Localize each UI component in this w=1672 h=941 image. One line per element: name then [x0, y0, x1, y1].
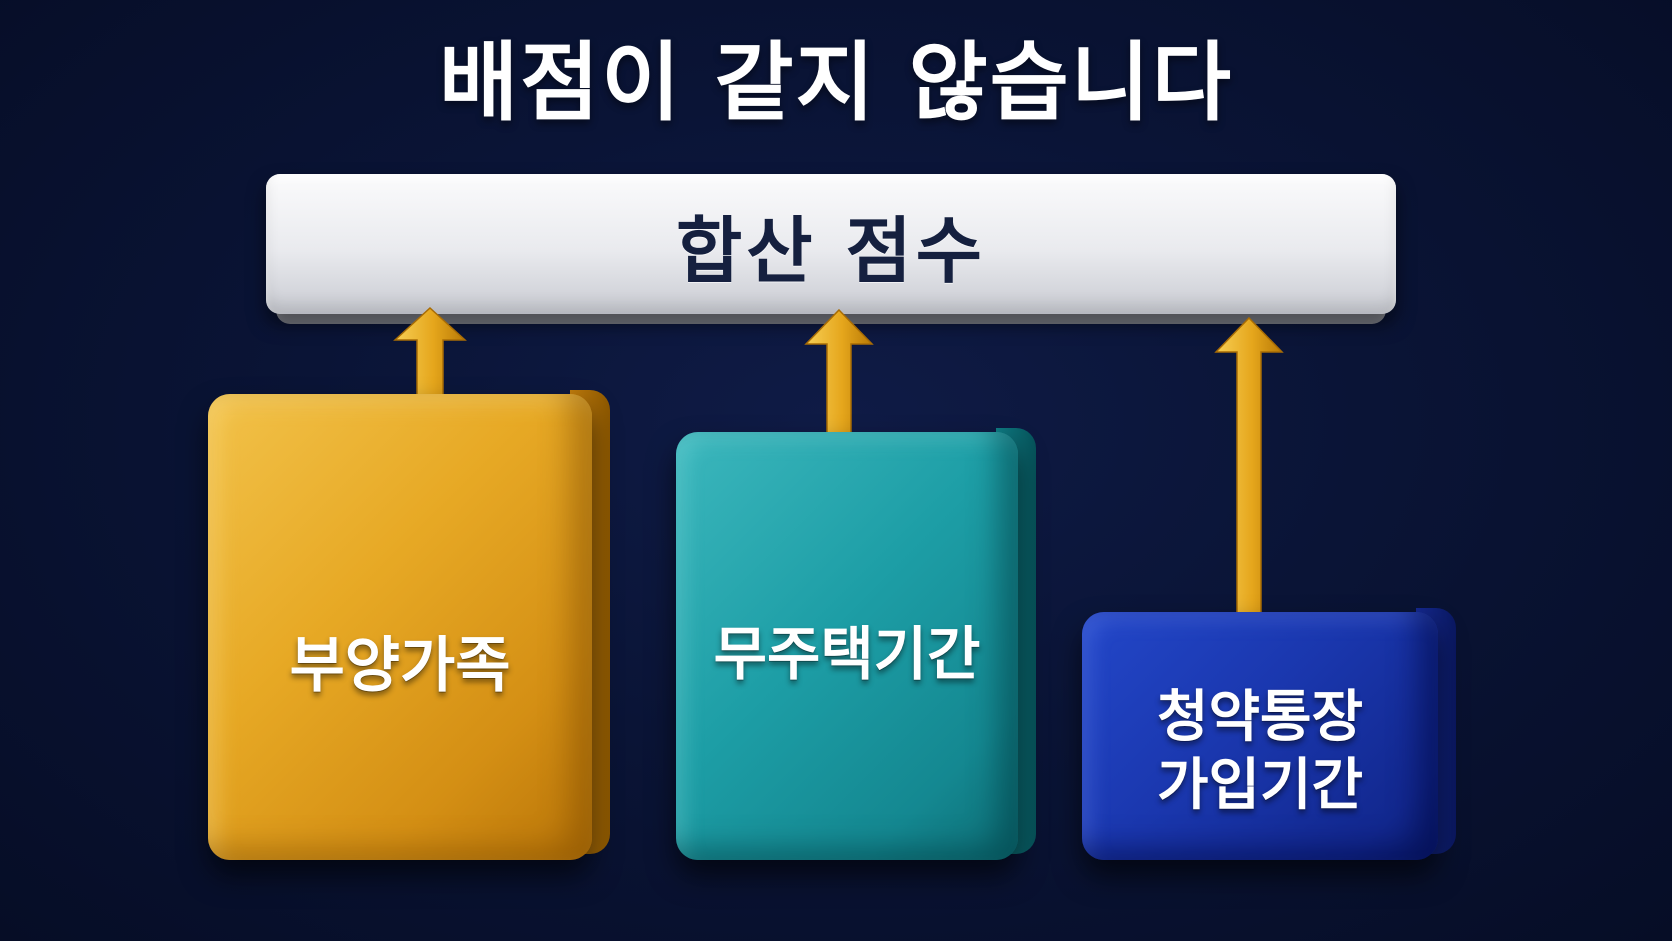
dependents-block: 부양가족 — [208, 390, 610, 860]
homeless-period-block: 무주택기간 — [676, 428, 1036, 860]
arrow-up-icon — [393, 306, 467, 396]
block-label: 청약통장 가입기간 — [1156, 684, 1364, 818]
page-title: 배점이 같지 않습니다 — [439, 33, 1233, 133]
arrow-up-icon — [804, 308, 874, 434]
subscription-period-block: 청약통장 가입기간 — [1082, 608, 1456, 860]
block-label: 무주택기간 — [713, 619, 981, 688]
block-label: 부양가족 — [289, 631, 511, 702]
total-score-label: 합산 점수 — [675, 208, 987, 293]
arrow-up-icon — [1214, 316, 1284, 614]
total-score-bar: 합산 점수 — [266, 174, 1396, 324]
